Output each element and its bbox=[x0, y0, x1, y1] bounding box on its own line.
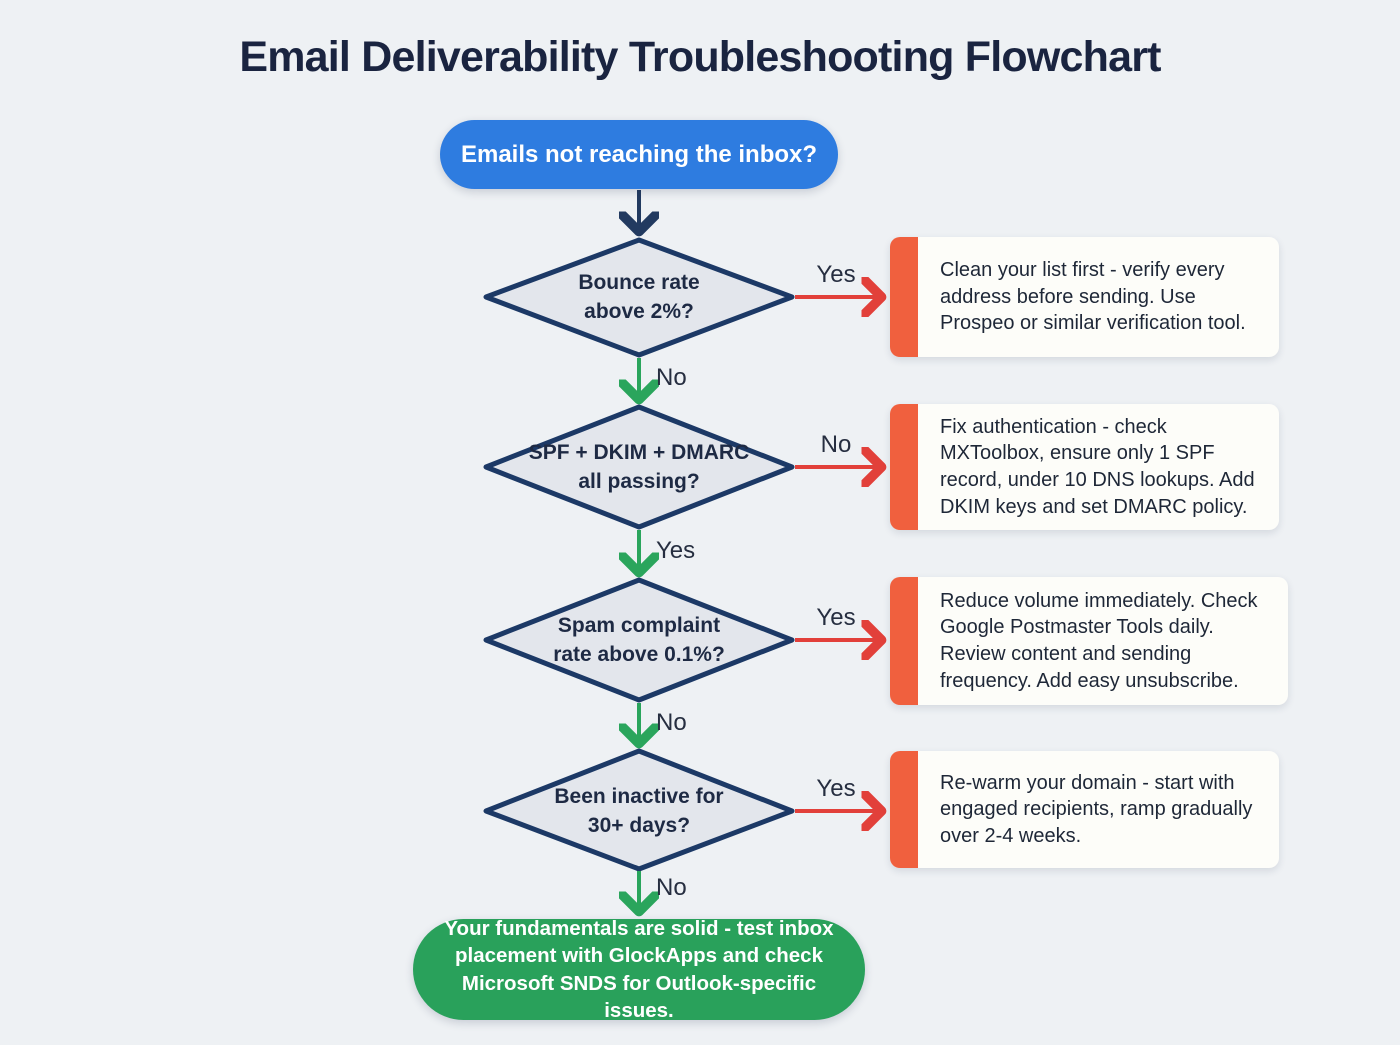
card-accent-bar bbox=[890, 577, 918, 705]
action-card-text: Fix authentication - check MXToolbox, en… bbox=[940, 415, 1255, 518]
decision3-diamond bbox=[483, 577, 795, 703]
card-accent-bar bbox=[890, 751, 918, 868]
action-card-text: Reduce volume immediately. Check Google … bbox=[940, 589, 1258, 692]
page-title: Email Deliverability Troubleshooting Flo… bbox=[239, 33, 1161, 81]
action-card-clean-list: Clean your list first - verify every add… bbox=[890, 237, 1279, 357]
card-accent-bar bbox=[890, 237, 918, 357]
decision4-down-label: No bbox=[656, 874, 687, 901]
action-card-text: Clean your list first - verify every add… bbox=[940, 259, 1246, 335]
decision4-question: Been inactive for 30+ days? bbox=[554, 784, 724, 837]
decision3-right-label: Yes bbox=[816, 604, 856, 631]
decision1-down-label: No bbox=[656, 364, 687, 391]
action-card-text: Re-warm your domain - start with engaged… bbox=[940, 771, 1253, 847]
decision2-right-label: No bbox=[820, 431, 852, 458]
decision1-question: Bounce rate above 2%? bbox=[578, 270, 700, 323]
start-node: Emails not reaching the inbox? bbox=[440, 120, 838, 189]
action-card-fix-authentication: Fix authentication - check MXToolbox, en… bbox=[890, 404, 1279, 530]
decision2-down-label: Yes bbox=[656, 537, 696, 564]
decision4-diamond bbox=[483, 748, 795, 872]
action-card-reduce-volume: Reduce volume immediately. Check Google … bbox=[890, 577, 1288, 705]
decision4-right-label: Yes bbox=[816, 775, 856, 802]
decision1-diamond bbox=[483, 237, 795, 358]
decision3-question: Spam complaint rate above 0.1%? bbox=[553, 613, 725, 666]
card-accent-bar bbox=[890, 404, 918, 530]
decision2-diamond bbox=[483, 404, 795, 530]
decision1-right-label: Yes bbox=[816, 261, 856, 288]
decision2-question: SPF + DKIM + DMARC all passing? bbox=[528, 440, 750, 493]
end-node-label: Your fundamentals are solid - test inbox… bbox=[444, 917, 834, 1022]
end-node: Your fundamentals are solid - test inbox… bbox=[413, 917, 865, 1022]
action-card-rewarm-domain: Re-warm your domain - start with engaged… bbox=[890, 751, 1279, 868]
start-node-label: Emails not reaching the inbox? bbox=[460, 140, 818, 168]
decision3-down-label: No bbox=[656, 709, 687, 736]
